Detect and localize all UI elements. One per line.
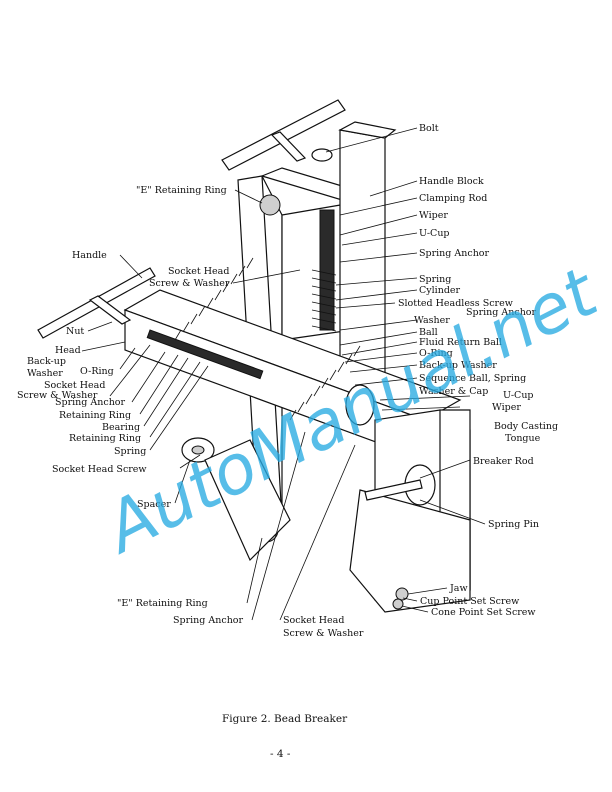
- label-spring-right: Spring: [419, 274, 451, 285]
- label-u-cup-top: U-Cup: [419, 228, 450, 239]
- label-socket-head-sw-bottom-1: Socket Head: [283, 615, 344, 626]
- label-spring-left: Spring: [114, 446, 146, 457]
- label-handle-block: Handle Block: [419, 176, 484, 187]
- label-head: Head: [55, 345, 81, 356]
- label-spring-pin: Spring Pin: [488, 519, 539, 530]
- label-washer-left: Washer: [27, 368, 63, 379]
- label-u-cup-right: U-Cup: [503, 390, 534, 401]
- label-socket-head-sw-bottom-2: Screw & Washer: [283, 628, 364, 639]
- leader-lines: [81, 127, 486, 621]
- label-socket-head-sw-top-2: Screw & Washer: [149, 278, 230, 289]
- label-e-ring-top: "E" Retaining Ring: [136, 185, 227, 196]
- label-wiper-top: Wiper: [419, 210, 448, 221]
- figure-caption: Figure 2. Bead Breaker: [222, 713, 348, 725]
- label-back-up: Back-up: [27, 356, 66, 367]
- label-spring-anchor-left: Spring Anchor: [55, 397, 126, 408]
- label-socket-head-sw-top-1: Socket Head: [168, 266, 229, 277]
- label-ball: Ball: [419, 327, 438, 338]
- label-fluid-return-ball: Fluid Return Ball: [419, 337, 502, 348]
- label-spring-anchor-right: Spring Anchor: [466, 307, 537, 318]
- label-washer-and-cap: Washer & Cap: [419, 386, 488, 397]
- label-cone-point-set-screw: Cone Point Set Screw: [431, 607, 536, 618]
- page-number: - 4 -: [270, 748, 291, 760]
- label-bearing: Bearing: [102, 422, 140, 433]
- label-spring-anchor-bottom: Spring Anchor: [173, 615, 244, 626]
- spring-coil-horizontal: [174, 257, 361, 421]
- label-body-casting: Body Casting: [494, 421, 558, 432]
- label-spacer: Spacer: [137, 499, 171, 510]
- label-spring-anchor-top: Spring Anchor: [419, 248, 490, 259]
- bead-breaker-illustration: [37, 99, 471, 613]
- label-breaker-rod: Breaker Rod: [473, 456, 534, 467]
- label-retaining-ring-1: Retaining Ring: [59, 410, 131, 421]
- label-cup-point-set-screw: Cup Point Set Screw: [420, 596, 519, 607]
- label-retaining-ring-2: Retaining Ring: [69, 433, 141, 444]
- label-nut: Nut: [66, 326, 84, 337]
- label-jaw: Jaw: [449, 583, 468, 594]
- label-o-ring-left: O-Ring: [80, 366, 114, 377]
- label-bolt: Bolt: [419, 123, 439, 134]
- part-labels: Bolt Handle Block Clamping Rod Wiper U-C…: [17, 123, 558, 639]
- label-washer-right: Washer: [414, 315, 450, 326]
- label-slotted-headless-screw: Slotted Headless Screw: [398, 298, 513, 309]
- label-back-up-washer: Back-up Washer: [419, 360, 497, 371]
- label-socket-head-screw: Socket Head Screw: [52, 464, 147, 475]
- label-sequence-ball-spring: Sequence Ball, Spring: [419, 373, 526, 384]
- spring-coil-vertical: [311, 269, 337, 332]
- label-tongue: Tongue: [505, 433, 541, 444]
- label-e-ring-bottom: "E" Retaining Ring: [117, 598, 208, 609]
- label-wiper-right: Wiper: [492, 402, 521, 413]
- label-o-ring-right: O-Ring: [419, 348, 453, 359]
- label-socket-head-left-2: Screw & Washer: [17, 390, 98, 401]
- label-socket-head-left-1: Socket Head: [44, 380, 105, 391]
- label-handle: Handle: [72, 250, 107, 261]
- label-cylinder: Cylinder: [419, 285, 461, 296]
- label-clamping-rod: Clamping Rod: [419, 193, 487, 204]
